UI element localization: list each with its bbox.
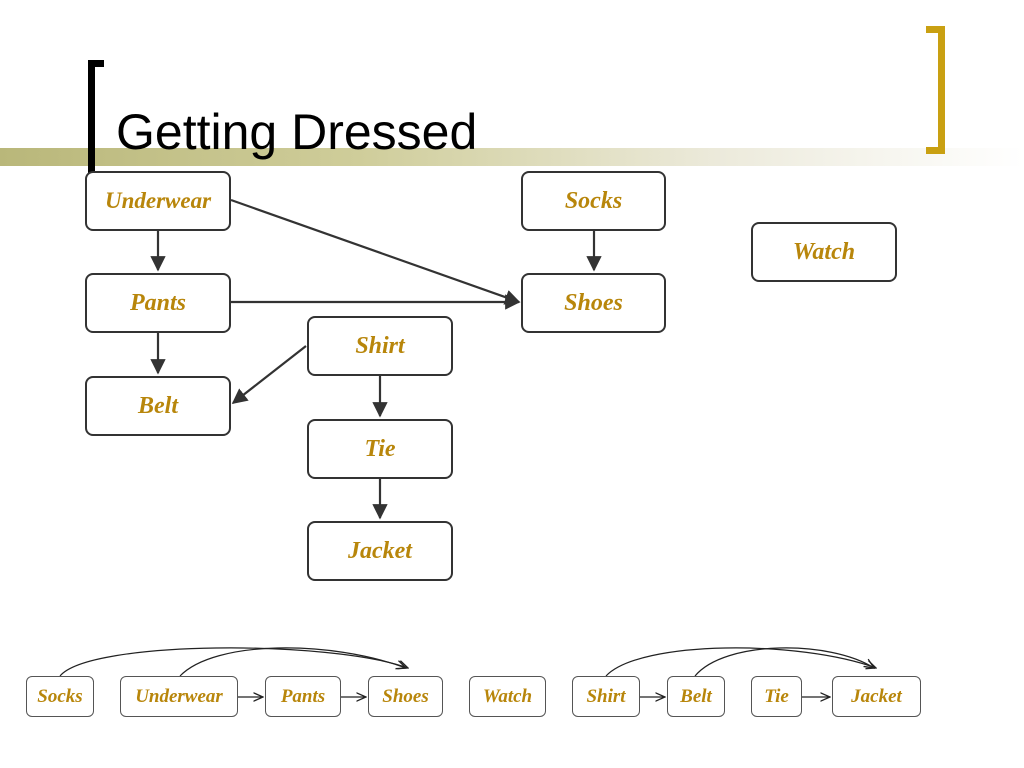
slide-title: Getting Dressed (116, 104, 478, 160)
edge-underwear-shoes (230, 198, 521, 305)
sorted-arc-underwear-shoes (179, 647, 406, 677)
node-jacket: Jacket (307, 521, 453, 581)
title-underline-bar (0, 148, 1024, 166)
node-socks: Socks (521, 171, 666, 231)
sorted-node-underwear: Underwear (120, 676, 238, 717)
node-underwear: Underwear (85, 171, 231, 231)
node-belt: Belt (85, 376, 231, 436)
node-shirt: Shirt (307, 316, 453, 376)
node-watch: Watch (751, 222, 897, 282)
sorted-node-socks: Socks (26, 676, 94, 717)
sorted-node-shoes: Shoes (368, 676, 443, 717)
sorted-node-pants: Pants (265, 676, 341, 717)
edge-shirt-belt (231, 345, 307, 404)
sorted-node-shirt: Shirt (572, 676, 640, 717)
sorted-arc-shirt-jacket (605, 647, 876, 677)
sorted-arc-socks-shoes (59, 647, 408, 677)
sorted-node-belt: Belt (667, 676, 725, 717)
right-bracket-decoration (926, 26, 945, 154)
node-shoes: Shoes (521, 273, 666, 333)
node-pants: Pants (85, 273, 231, 333)
sorted-node-watch: Watch (469, 676, 546, 717)
sorted-node-jacket: Jacket (832, 676, 921, 717)
node-tie: Tie (307, 419, 453, 479)
sorted-node-tie: Tie (751, 676, 802, 717)
sorted-arc-belt-jacket (694, 647, 874, 677)
